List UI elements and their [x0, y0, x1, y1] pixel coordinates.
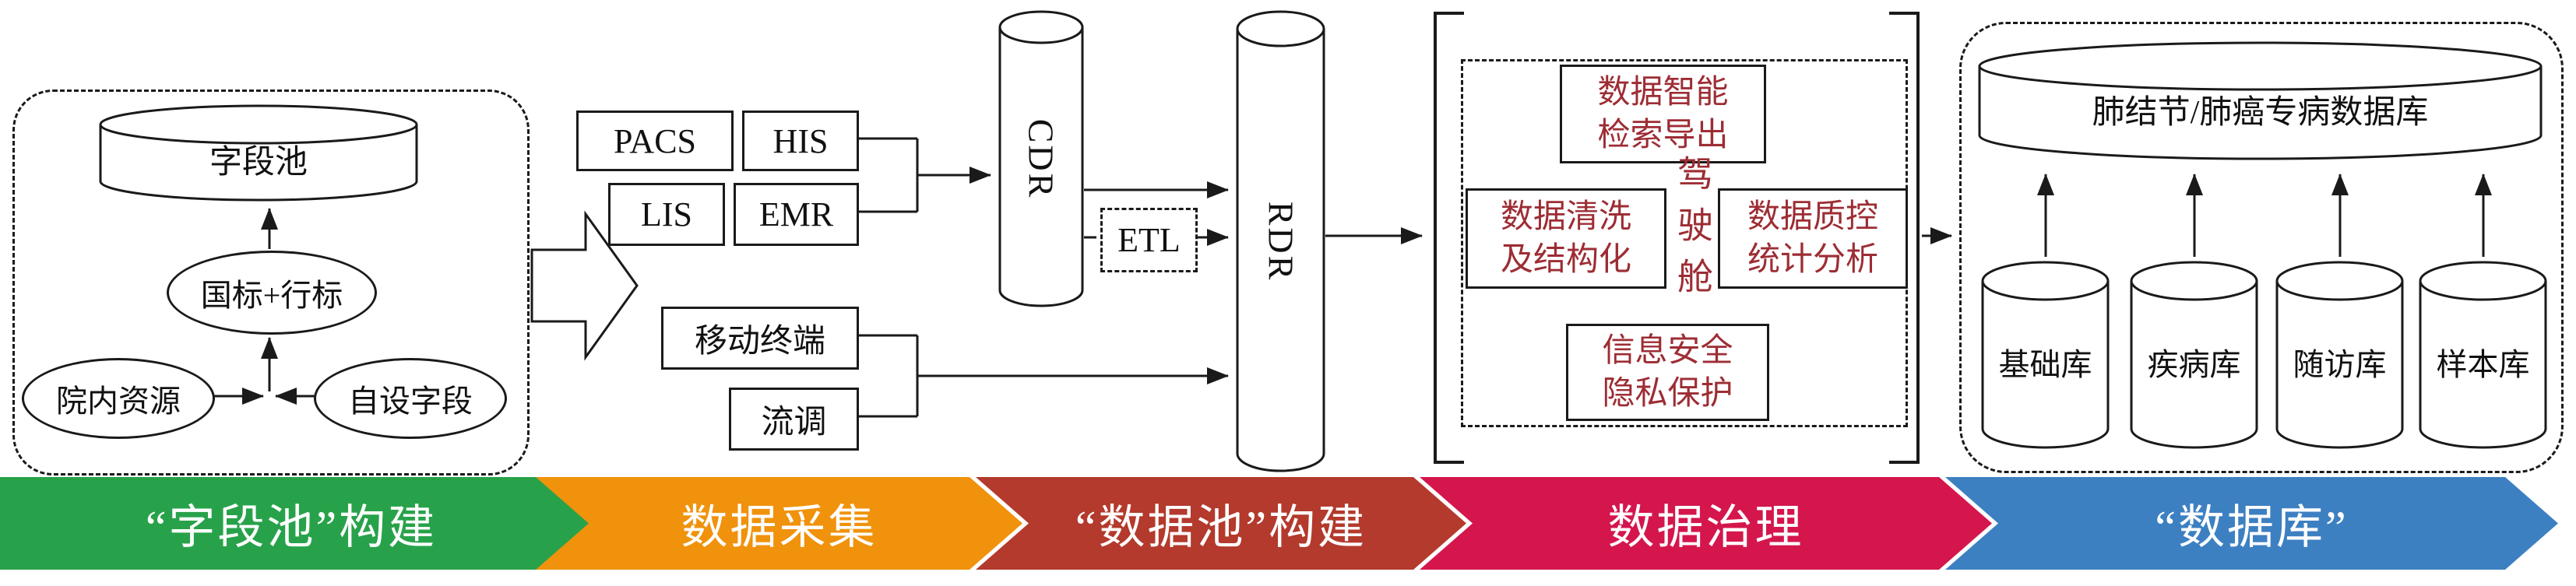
quality-control-label: 数据质控 统计分析: [1747, 198, 1878, 278]
cylinder-shape: [2130, 261, 2258, 449]
rdr-label: RDR: [1261, 201, 1300, 282]
stage-banner-data-pool: “数据池”构建: [976, 477, 1466, 570]
stage-banner-database: “数据库”: [1945, 477, 2558, 570]
cylinder-shape: [1981, 261, 2110, 449]
base-library-cylinder: 基础库: [1981, 261, 2110, 449]
smart-search-export-box: 数据智能 检索导出: [1560, 65, 1766, 163]
hospital-resources-ellipse: 院内资源: [22, 358, 215, 439]
stage-label: “字段池”构建: [145, 502, 438, 553]
hospital-resources-label: 院内资源: [56, 384, 181, 419]
field-pool-label: 字段池: [209, 145, 308, 181]
stage-label: “数据池”构建: [1075, 502, 1367, 553]
cylinder-shape: [1978, 41, 2543, 160]
pacs-label: PACS: [613, 121, 697, 160]
quality-control-box: 数据质控 统计分析: [1718, 188, 1908, 289]
disease-library-cylinder: 疾病库: [2130, 261, 2258, 449]
mobile-terminal-label: 移动终端: [694, 324, 825, 360]
stage-label: “数据库”: [2155, 502, 2349, 553]
custom-fields-ellipse: 自设字段: [314, 358, 507, 439]
pacs-box: PACS: [576, 111, 734, 171]
mobile-terminal-box: 移动终端: [661, 307, 859, 370]
cockpit-label: 驾驶舱: [1673, 154, 1712, 309]
sample-library-cylinder: 样本库: [2419, 261, 2547, 449]
stage-banner-field-pool: “字段池”构建: [0, 477, 614, 570]
survey-box: 流调: [729, 388, 859, 451]
custom-fields-label: 自设字段: [348, 384, 473, 419]
base-library-label: 基础库: [1998, 347, 2092, 382]
his-label: HIS: [772, 121, 829, 160]
emr-box: EMR: [734, 183, 859, 246]
lis-label: LIS: [641, 195, 692, 233]
his-box: HIS: [742, 111, 859, 171]
stage-label: 数据采集: [681, 502, 878, 553]
cylinder-shape: [1236, 10, 1325, 472]
followup-library-label: 随访库: [2293, 347, 2387, 382]
followup-library-cylinder: 随访库: [2275, 261, 2404, 449]
stage-banner-collection: 数据采集: [536, 477, 1022, 570]
cdr-label-wrap: CDR: [998, 10, 1084, 307]
left-bracket: [1434, 12, 1464, 464]
cdr-cylinder: CDR: [998, 10, 1084, 307]
stage-banner-governance: 数据治理: [1420, 477, 1992, 570]
stage-label: 数据治理: [1607, 502, 1804, 553]
cylinder-shape: [998, 10, 1084, 307]
block-arrow: [530, 210, 639, 361]
database-group-border: [1959, 22, 2564, 473]
standards-ellipse: 国标+行标: [167, 251, 377, 335]
right-bracket: [1889, 12, 1920, 464]
data-cleaning-label: 数据清洗 及结构化: [1500, 198, 1631, 278]
connector-group: [212, 137, 2492, 418]
main-database-cylinder: 肺结节/肺癌专病数据库: [1978, 41, 2543, 160]
security-privacy-label: 信息安全 隐私保护: [1602, 332, 1733, 412]
security-privacy-box: 信息安全 隐私保护: [1566, 324, 1769, 421]
smart-search-export-label: 数据智能 检索导出: [1597, 74, 1729, 153]
etl-label: ETL: [1117, 221, 1181, 259]
survey-label: 流调: [761, 405, 827, 440]
field-pool-group-border: [12, 89, 530, 475]
cdr-label: CDR: [1021, 118, 1061, 199]
cylinder-shape: [2275, 261, 2404, 449]
etl-box: ETL: [1100, 208, 1198, 272]
cylinder-shape: [99, 104, 418, 202]
sample-library-label: 样本库: [2436, 347, 2530, 382]
disease-library-label: 疾病库: [2147, 347, 2241, 382]
main-database-label: 肺结节/肺癌专病数据库: [2092, 95, 2429, 131]
lis-box: LIS: [608, 183, 725, 246]
standards-label: 国标+行标: [200, 278, 343, 313]
cylinder-shape: [2419, 261, 2547, 449]
field-pool-cylinder: 字段池: [99, 104, 418, 202]
rdr-label-wrap: RDR: [1236, 10, 1325, 472]
data-cleaning-box: 数据清洗 及结构化: [1466, 188, 1666, 289]
emr-label: EMR: [758, 195, 834, 233]
rdr-cylinder: RDR: [1236, 10, 1325, 472]
